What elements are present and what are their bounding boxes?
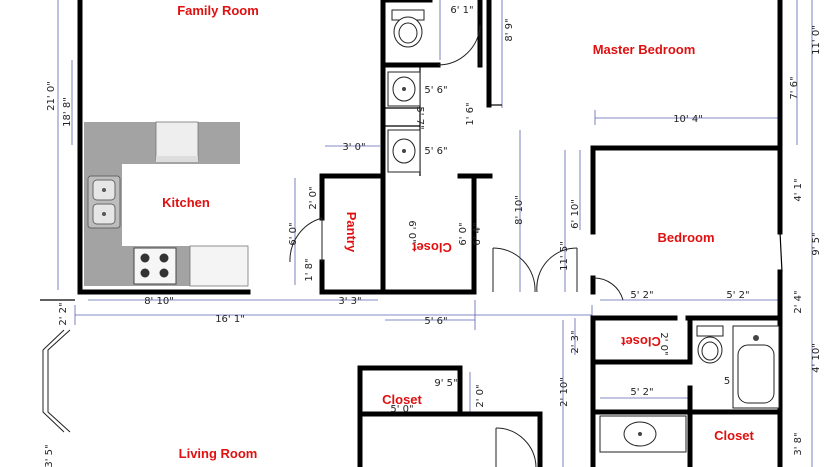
dimension-label: 2' 3": [570, 330, 581, 353]
sink-icon: [387, 71, 421, 107]
dimension-label: 10' 4": [673, 114, 703, 125]
dimension-label: 5' 6": [424, 146, 447, 157]
dimension-label: 5' 0": [390, 404, 413, 415]
dimension-lines: [57, 0, 813, 467]
dimension-label: 3' 8": [793, 432, 804, 455]
dimension-label: 6' 0": [288, 222, 299, 245]
dimension-label: 2' 10": [559, 377, 570, 407]
dimension-label: 5' 7": [414, 106, 425, 129]
dimension-label: 5' 2": [630, 290, 653, 301]
kitchen-sink-icon: [87, 175, 121, 229]
dimension-label: 6' 1": [450, 5, 473, 16]
dimension-label: 6' 0": [458, 222, 469, 245]
dimension-label: 5' 6": [424, 85, 447, 96]
room-label-family-room: Family Room: [177, 3, 259, 18]
dimension-label: 8' 9": [504, 18, 515, 41]
room-label-living-room: Living Room: [179, 446, 258, 461]
dimension-label: 5' 2": [726, 290, 749, 301]
dimension-label: 16' 1": [215, 314, 245, 325]
dimension-label: 5' 6": [424, 316, 447, 327]
room-label-master-bedroom: Master Bedroom: [593, 42, 696, 57]
dimension-label: 2' 2": [58, 302, 69, 325]
dimension-label: 11' 0": [811, 25, 822, 55]
dimension-label: 2' 0": [308, 186, 319, 209]
room-label-closet-center: Closet: [411, 240, 451, 255]
dimension-label: 2' 4": [793, 290, 804, 313]
dimension-label: 1' 6": [465, 102, 476, 125]
dimension-label: 4' 10": [811, 343, 822, 373]
toilet-icon: [696, 325, 724, 364]
room-label-pantry: Pantry: [344, 212, 359, 253]
toilet-icon: [391, 9, 425, 48]
dimension-label: 11' 5": [559, 241, 570, 271]
dimension-label: 1' 8": [304, 258, 315, 281]
room-label-kitchen: Kitchen: [162, 195, 210, 210]
dimension-label: 8' 10": [514, 195, 525, 225]
dimension-label: 21' 0": [46, 81, 57, 111]
dimension-label: 5' 2": [630, 387, 653, 398]
dimension-label: 3' 3": [338, 296, 361, 307]
dimension-label: 7' 6": [789, 76, 800, 99]
dimension-label: 9' 5": [434, 378, 457, 389]
room-label-closet-lower-right: Closet: [714, 428, 754, 443]
dimension-label: 6' 10": [570, 199, 581, 229]
dimension-label: 8' 10": [144, 296, 174, 307]
dimension-label: 2' 0": [475, 384, 486, 407]
sink-icon: [387, 129, 421, 173]
dimension-label: 5: [724, 376, 730, 387]
dimension-label: 3' 5": [44, 444, 55, 467]
dimension-label: 18' 8": [62, 97, 73, 127]
dimension-label: 2' 0": [658, 332, 669, 355]
walls: [77, 0, 783, 467]
sink-icon: [599, 415, 687, 453]
room-label-bedroom: Bedroom: [657, 230, 714, 245]
dimension-label: 6' 4": [472, 222, 483, 245]
doors: [42, 24, 624, 467]
dimension-label: 6' 0": [406, 220, 417, 243]
dimension-label: 3' 0": [342, 142, 365, 153]
dimension-label: 4' 1": [793, 178, 804, 201]
dimension-label: 9' 5": [811, 232, 822, 255]
stove-icon: [133, 247, 177, 285]
room-label-closet-right: Closet: [620, 334, 660, 349]
bathtub-icon: [732, 325, 780, 409]
room-label-closet-lower-left: Closet: [382, 392, 422, 407]
